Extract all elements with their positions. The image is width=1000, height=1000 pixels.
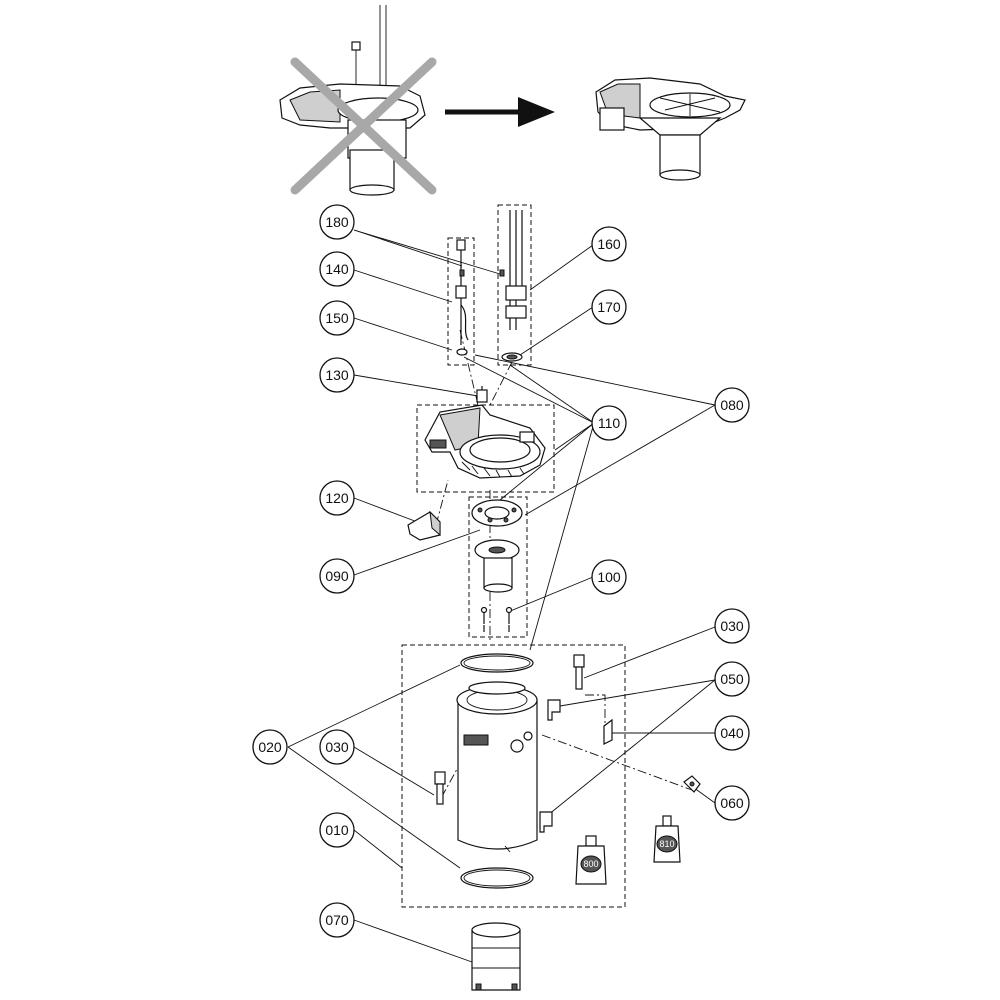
- svg-text:080: 080: [720, 397, 744, 413]
- callout-080: 080: [714, 387, 750, 423]
- part-120-cover: [407, 510, 441, 541]
- callout-180: 180: [319, 204, 355, 240]
- callout-020: 020: [252, 729, 288, 765]
- svg-text:010: 010: [325, 822, 349, 838]
- part-110-burner-housing: [424, 404, 546, 479]
- part-020-bottom-gasket: [460, 867, 534, 889]
- callout-090: 090: [319, 558, 355, 594]
- callout-050: 050: [714, 661, 750, 697]
- svg-text:020: 020: [258, 739, 282, 755]
- svg-text:150: 150: [325, 310, 349, 326]
- callout-130: 130: [319, 357, 355, 393]
- bottle-800-label: 800: [583, 859, 598, 869]
- callout-030-top: 030: [714, 608, 750, 644]
- callout-170: 170: [591, 289, 627, 325]
- part-160-ignition-electrodes: [499, 210, 527, 330]
- callout-030-lower: 030: [319, 729, 355, 765]
- svg-text:050: 050: [720, 671, 744, 687]
- part-040-clip: [603, 718, 613, 745]
- svg-text:140: 140: [325, 261, 349, 277]
- bottle-800: 800: [575, 835, 607, 885]
- part-030-clamp-top: [573, 654, 585, 690]
- svg-text:160: 160: [597, 236, 621, 252]
- part-050-bracket-top: [547, 699, 561, 721]
- svg-text:090: 090: [325, 568, 349, 584]
- callout-110: 110: [591, 405, 627, 441]
- svg-text:060: 060: [720, 795, 744, 811]
- part-060-fitting: [683, 775, 701, 793]
- new-burner-assembly: [595, 77, 746, 181]
- part-170-gasket: [501, 352, 523, 362]
- part-010-boiler-body: [456, 681, 538, 853]
- svg-text:120: 120: [325, 490, 349, 506]
- callout-120: 120: [319, 480, 355, 516]
- svg-text:100: 100: [597, 569, 621, 585]
- part-020-top-gasket: [460, 653, 534, 673]
- dashed-group-boxes: [401, 204, 626, 908]
- callout-010: 010: [319, 812, 355, 848]
- part-090-flange-gasket: [471, 499, 523, 527]
- leader-lines: [287, 229, 716, 963]
- part-030-clamp-lower: [434, 771, 446, 805]
- svg-text:180: 180: [325, 214, 349, 230]
- svg-text:070: 070: [325, 912, 349, 928]
- callout-160: 160: [591, 226, 627, 262]
- part-130-plug: [476, 386, 488, 403]
- part-100-flame-tube: [474, 539, 520, 632]
- replaced-cross-mark: [290, 57, 437, 195]
- svg-text:040: 040: [720, 725, 744, 741]
- svg-text:170: 170: [597, 299, 621, 315]
- bottle-810-label: 810: [659, 839, 674, 849]
- svg-text:030: 030: [720, 618, 744, 634]
- bottle-810: 810: [653, 815, 681, 863]
- svg-text:110: 110: [598, 415, 621, 431]
- callout-140: 140: [319, 251, 355, 287]
- svg-text:030: 030: [325, 739, 349, 755]
- callout-070: 070: [319, 902, 355, 938]
- part-050-bracket-lower: [539, 811, 553, 833]
- part-140-150-electrode: [455, 239, 469, 356]
- replacement-arrow: [445, 97, 555, 127]
- callout-150: 150: [319, 300, 355, 336]
- callout-100: 100: [591, 559, 627, 595]
- svg-text:130: 130: [325, 367, 349, 383]
- callout-040: 040: [714, 715, 750, 751]
- part-070-sleeve: [471, 922, 521, 991]
- callout-060: 060: [714, 785, 750, 821]
